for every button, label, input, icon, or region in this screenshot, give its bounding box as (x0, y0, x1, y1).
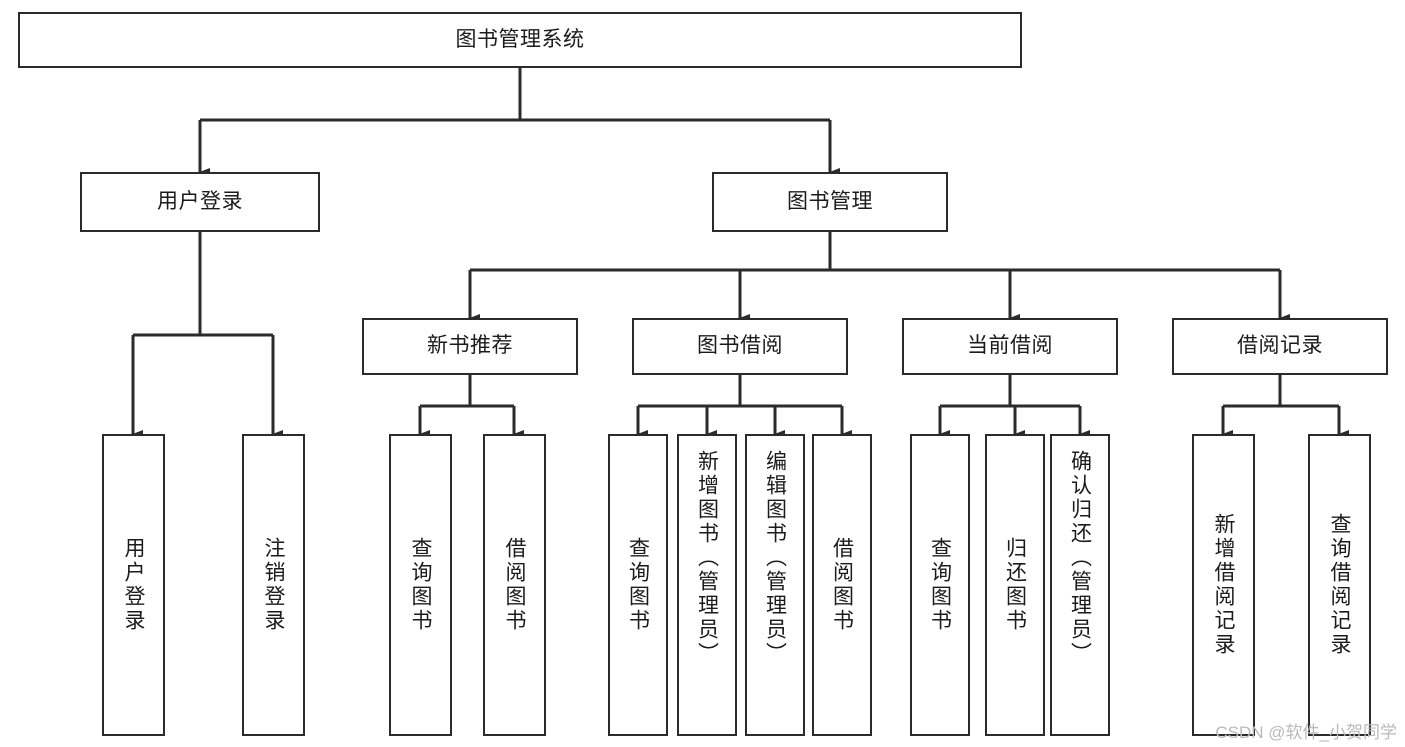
node-borrow-record-label: 借阅记录 (1237, 334, 1323, 358)
leaf-add-record-label: 新增借阅记录 (1212, 513, 1235, 657)
leaf-user-logout[interactable]: 注销登录 (242, 434, 305, 736)
leaf-edit-book[interactable]: 编辑图书（管理员） (745, 434, 805, 736)
leaf-query-book-2[interactable]: 查询图书 (608, 434, 668, 736)
leaf-query-record[interactable]: 查询借阅记录 (1308, 434, 1371, 736)
leaf-query-book-1-label: 查询图书 (409, 537, 432, 633)
node-book-borrow[interactable]: 图书借阅 (632, 318, 848, 375)
leaf-add-record[interactable]: 新增借阅记录 (1192, 434, 1255, 736)
node-book-manage[interactable]: 图书管理 (712, 172, 948, 232)
leaf-confirm-return-label: 确认归还（管理员） (1068, 450, 1092, 666)
node-root-label: 图书管理系统 (455, 27, 585, 51)
leaf-return-book-label: 归还图书 (1003, 537, 1027, 633)
node-borrow-record[interactable]: 借阅记录 (1172, 318, 1388, 375)
node-root[interactable]: 图书管理系统 (18, 12, 1022, 68)
node-user-login[interactable]: 用户登录 (80, 172, 320, 232)
node-new-book-recommend-label: 新书推荐 (427, 334, 513, 358)
leaf-edit-book-label: 编辑图书（管理员） (763, 450, 787, 666)
leaf-return-book[interactable]: 归还图书 (985, 434, 1045, 736)
leaf-user-login-label: 用户登录 (122, 537, 145, 633)
node-current-borrow[interactable]: 当前借阅 (902, 318, 1118, 375)
leaf-query-book-1[interactable]: 查询图书 (389, 434, 452, 736)
leaf-query-book-3[interactable]: 查询图书 (910, 434, 970, 736)
leaf-add-book[interactable]: 新增图书（管理员） (677, 434, 737, 736)
node-book-manage-label: 图书管理 (787, 189, 873, 213)
leaf-add-book-label: 新增图书（管理员） (695, 450, 719, 666)
node-book-borrow-label: 图书借阅 (697, 334, 783, 358)
node-new-book-recommend[interactable]: 新书推荐 (362, 318, 578, 375)
leaf-borrow-book-2[interactable]: 借阅图书 (812, 434, 872, 736)
leaf-borrow-book-2-label: 借阅图书 (830, 537, 854, 633)
leaf-confirm-return[interactable]: 确认归还（管理员） (1050, 434, 1110, 736)
leaf-borrow-book-1-label: 借阅图书 (503, 537, 526, 633)
leaf-user-logout-label: 注销登录 (262, 537, 285, 633)
leaf-user-login[interactable]: 用户登录 (102, 434, 165, 736)
node-current-borrow-label: 当前借阅 (967, 334, 1053, 358)
leaf-query-record-label: 查询借阅记录 (1328, 513, 1351, 657)
node-user-login-label: 用户登录 (157, 189, 243, 213)
leaf-borrow-book-1[interactable]: 借阅图书 (483, 434, 546, 736)
csdn-watermark: CSDN @软件_小贺同学 (1215, 723, 1397, 742)
leaf-query-book-3-label: 查询图书 (928, 537, 952, 633)
leaf-query-book-2-label: 查询图书 (626, 537, 650, 633)
